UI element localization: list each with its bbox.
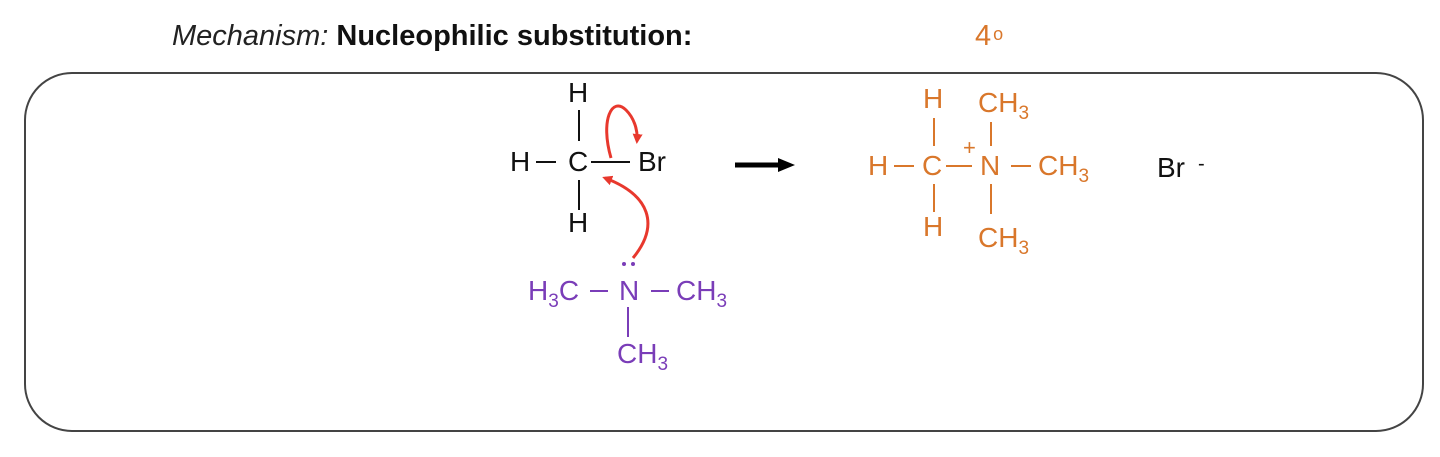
mechanism-label: Mechanism: — [172, 20, 329, 52]
mechanism-panel — [24, 72, 1424, 432]
mechanism-heading: Mechanism: Nucleophilic substitution: — [172, 20, 692, 53]
product-bottom-methyl: CH3 — [978, 222, 1029, 259]
nucleophile-right-methyl: CH3 — [676, 275, 727, 312]
reactant-bottom-h: H — [568, 207, 588, 238]
reaction-arrow — [735, 158, 795, 172]
positive-charge: + — [963, 135, 976, 160]
reactant-bromine: Br — [638, 146, 666, 177]
nucleophile-bottom-methyl: CH3 — [617, 338, 668, 375]
quaternary-number: 4 — [975, 20, 992, 52]
bromide-ion: Br - — [1157, 152, 1205, 183]
product-left-h: H — [868, 150, 888, 181]
product-top-h: H — [923, 83, 943, 114]
product-bottom-h: H — [923, 211, 943, 242]
product-right-methyl: CH3 — [1038, 150, 1089, 187]
trimethylamine: H3C N CH3 CH3 — [528, 262, 727, 375]
product-carbon: C — [922, 150, 942, 181]
bromide-label: Br — [1157, 152, 1185, 183]
bromide-charge: - — [1198, 153, 1205, 175]
product-nitrogen: N — [980, 150, 1000, 181]
reactant-left-h: H — [510, 146, 530, 177]
tetramethylammonium: H H C H + N CH3 CH3 CH3 — [868, 83, 1089, 259]
product-top-methyl: CH3 — [978, 87, 1029, 124]
nucleophile-left-methyl: H3C — [528, 275, 579, 312]
curly-arrow-nitrogen-to-carbon — [602, 175, 650, 259]
curly-arrow-bond-to-bromine — [605, 104, 643, 159]
lone-pair-dot-2 — [631, 262, 635, 266]
lone-pair-dot-1 — [622, 262, 626, 266]
reactant-carbon: C — [568, 146, 588, 177]
nucleophile-nitrogen: N — [619, 275, 639, 306]
bromomethane: H H C Br H — [510, 77, 666, 238]
degree-symbol: o — [993, 24, 1004, 44]
reactant-top-h: H — [568, 77, 588, 108]
mechanism-title: Nucleophilic substitution: — [336, 20, 693, 52]
